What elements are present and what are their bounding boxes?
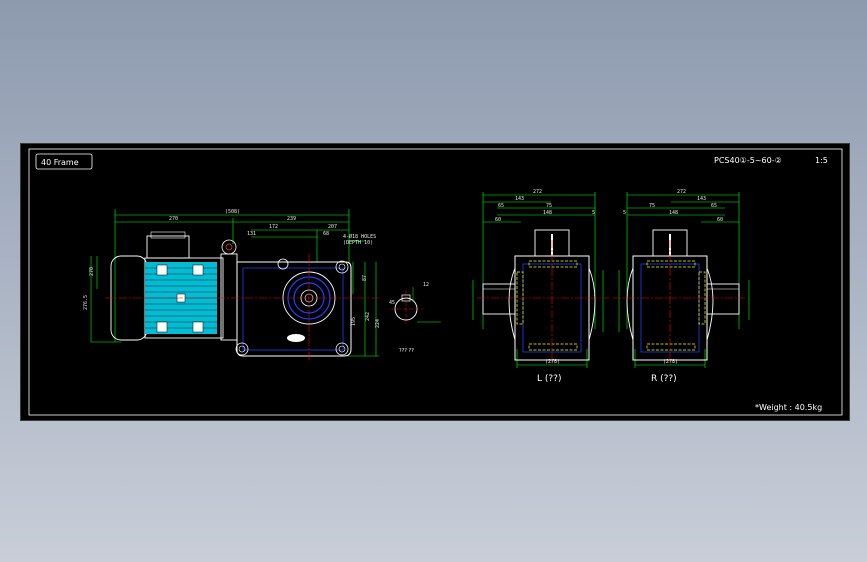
brand-logo — [287, 334, 305, 342]
note-depth: (DEPTH 10) — [343, 240, 373, 246]
right-shaft — [706, 283, 740, 315]
detail-label: ??? ?? — [399, 348, 414, 354]
note-holes: 4-Ø18 HOLES — [343, 233, 376, 240]
model-code: PCS40①-5~60-② — [714, 156, 782, 165]
drawing-viewport[interactable]: 40 Frame PCS40①-5~60-② 1:5 *Weight : 40.… — [20, 143, 850, 421]
left-dim-d: 148 — [543, 210, 552, 216]
dim-front-v1: 270 — [89, 267, 95, 276]
left-dim-f: 5 — [592, 210, 595, 216]
key-dim-1: 12 — [423, 282, 429, 288]
left-view-label: L (??) — [537, 374, 561, 384]
left-dim-c: 75 — [546, 203, 552, 209]
left-view: 272 143 65 75 148 60 5 (278) L (??) — [472, 189, 609, 384]
left-dim-bottom: (278) — [545, 359, 560, 365]
dim-front-gear: 239 — [287, 216, 296, 222]
left-dim-e: 60 — [495, 217, 501, 223]
left-dim-a: 143 — [515, 196, 524, 202]
key-dim-2: 45 — [389, 300, 395, 306]
drawing-frame — [28, 148, 843, 416]
weight-text: *Weight : 40.5kg — [755, 403, 822, 412]
dim-front-v6: 224 — [375, 319, 381, 328]
left-dim-b: 65 — [498, 203, 504, 209]
right-dim-total: 272 — [677, 189, 686, 195]
right-dim-d: 148 — [669, 210, 678, 216]
dim-front-v4: 195 — [351, 317, 357, 326]
dim-front-r3: 207 — [328, 224, 337, 230]
right-dim-a: 143 — [697, 196, 706, 202]
left-dim-total: 272 — [533, 189, 542, 195]
right-dim-f: 5 — [623, 210, 626, 216]
terminal-box — [146, 235, 190, 259]
right-dim-c: 65 — [711, 203, 717, 209]
left-shaft — [482, 283, 516, 315]
dim-front-r1: 172 — [269, 224, 278, 230]
cad-drawing: 40 Frame PCS40①-5~60-② 1:5 *Weight : 40.… — [28, 148, 843, 416]
dim-front-motor: 270 — [169, 216, 178, 222]
dim-front-v3: 87 — [362, 275, 368, 281]
dim-front-v2: 276.5 — [83, 295, 89, 310]
right-dim-bottom: (278) — [663, 359, 678, 365]
dim-front-r4: 68 — [323, 231, 329, 237]
right-view-label: R (??) — [651, 374, 677, 384]
scale-text: 1:5 — [815, 156, 828, 165]
dim-front-r2: 131 — [247, 231, 256, 237]
frame-label: 40 Frame — [41, 158, 79, 167]
right-view: 272 143 75 65 148 60 5 (278) R (??) — [613, 189, 750, 384]
frame-label-box — [35, 153, 93, 170]
right-dim-b: 75 — [649, 203, 655, 209]
dim-front-v5: 242 — [365, 312, 371, 321]
shaft-detail: 12 45 ??? ?? — [389, 282, 441, 354]
front-view: (508) 270 239 172 131 207 68 270 276.5 8… — [83, 209, 381, 362]
right-dim-e: 60 — [717, 217, 723, 223]
gearbox-housing — [236, 261, 352, 357]
dim-front-total: (508) — [225, 209, 240, 215]
